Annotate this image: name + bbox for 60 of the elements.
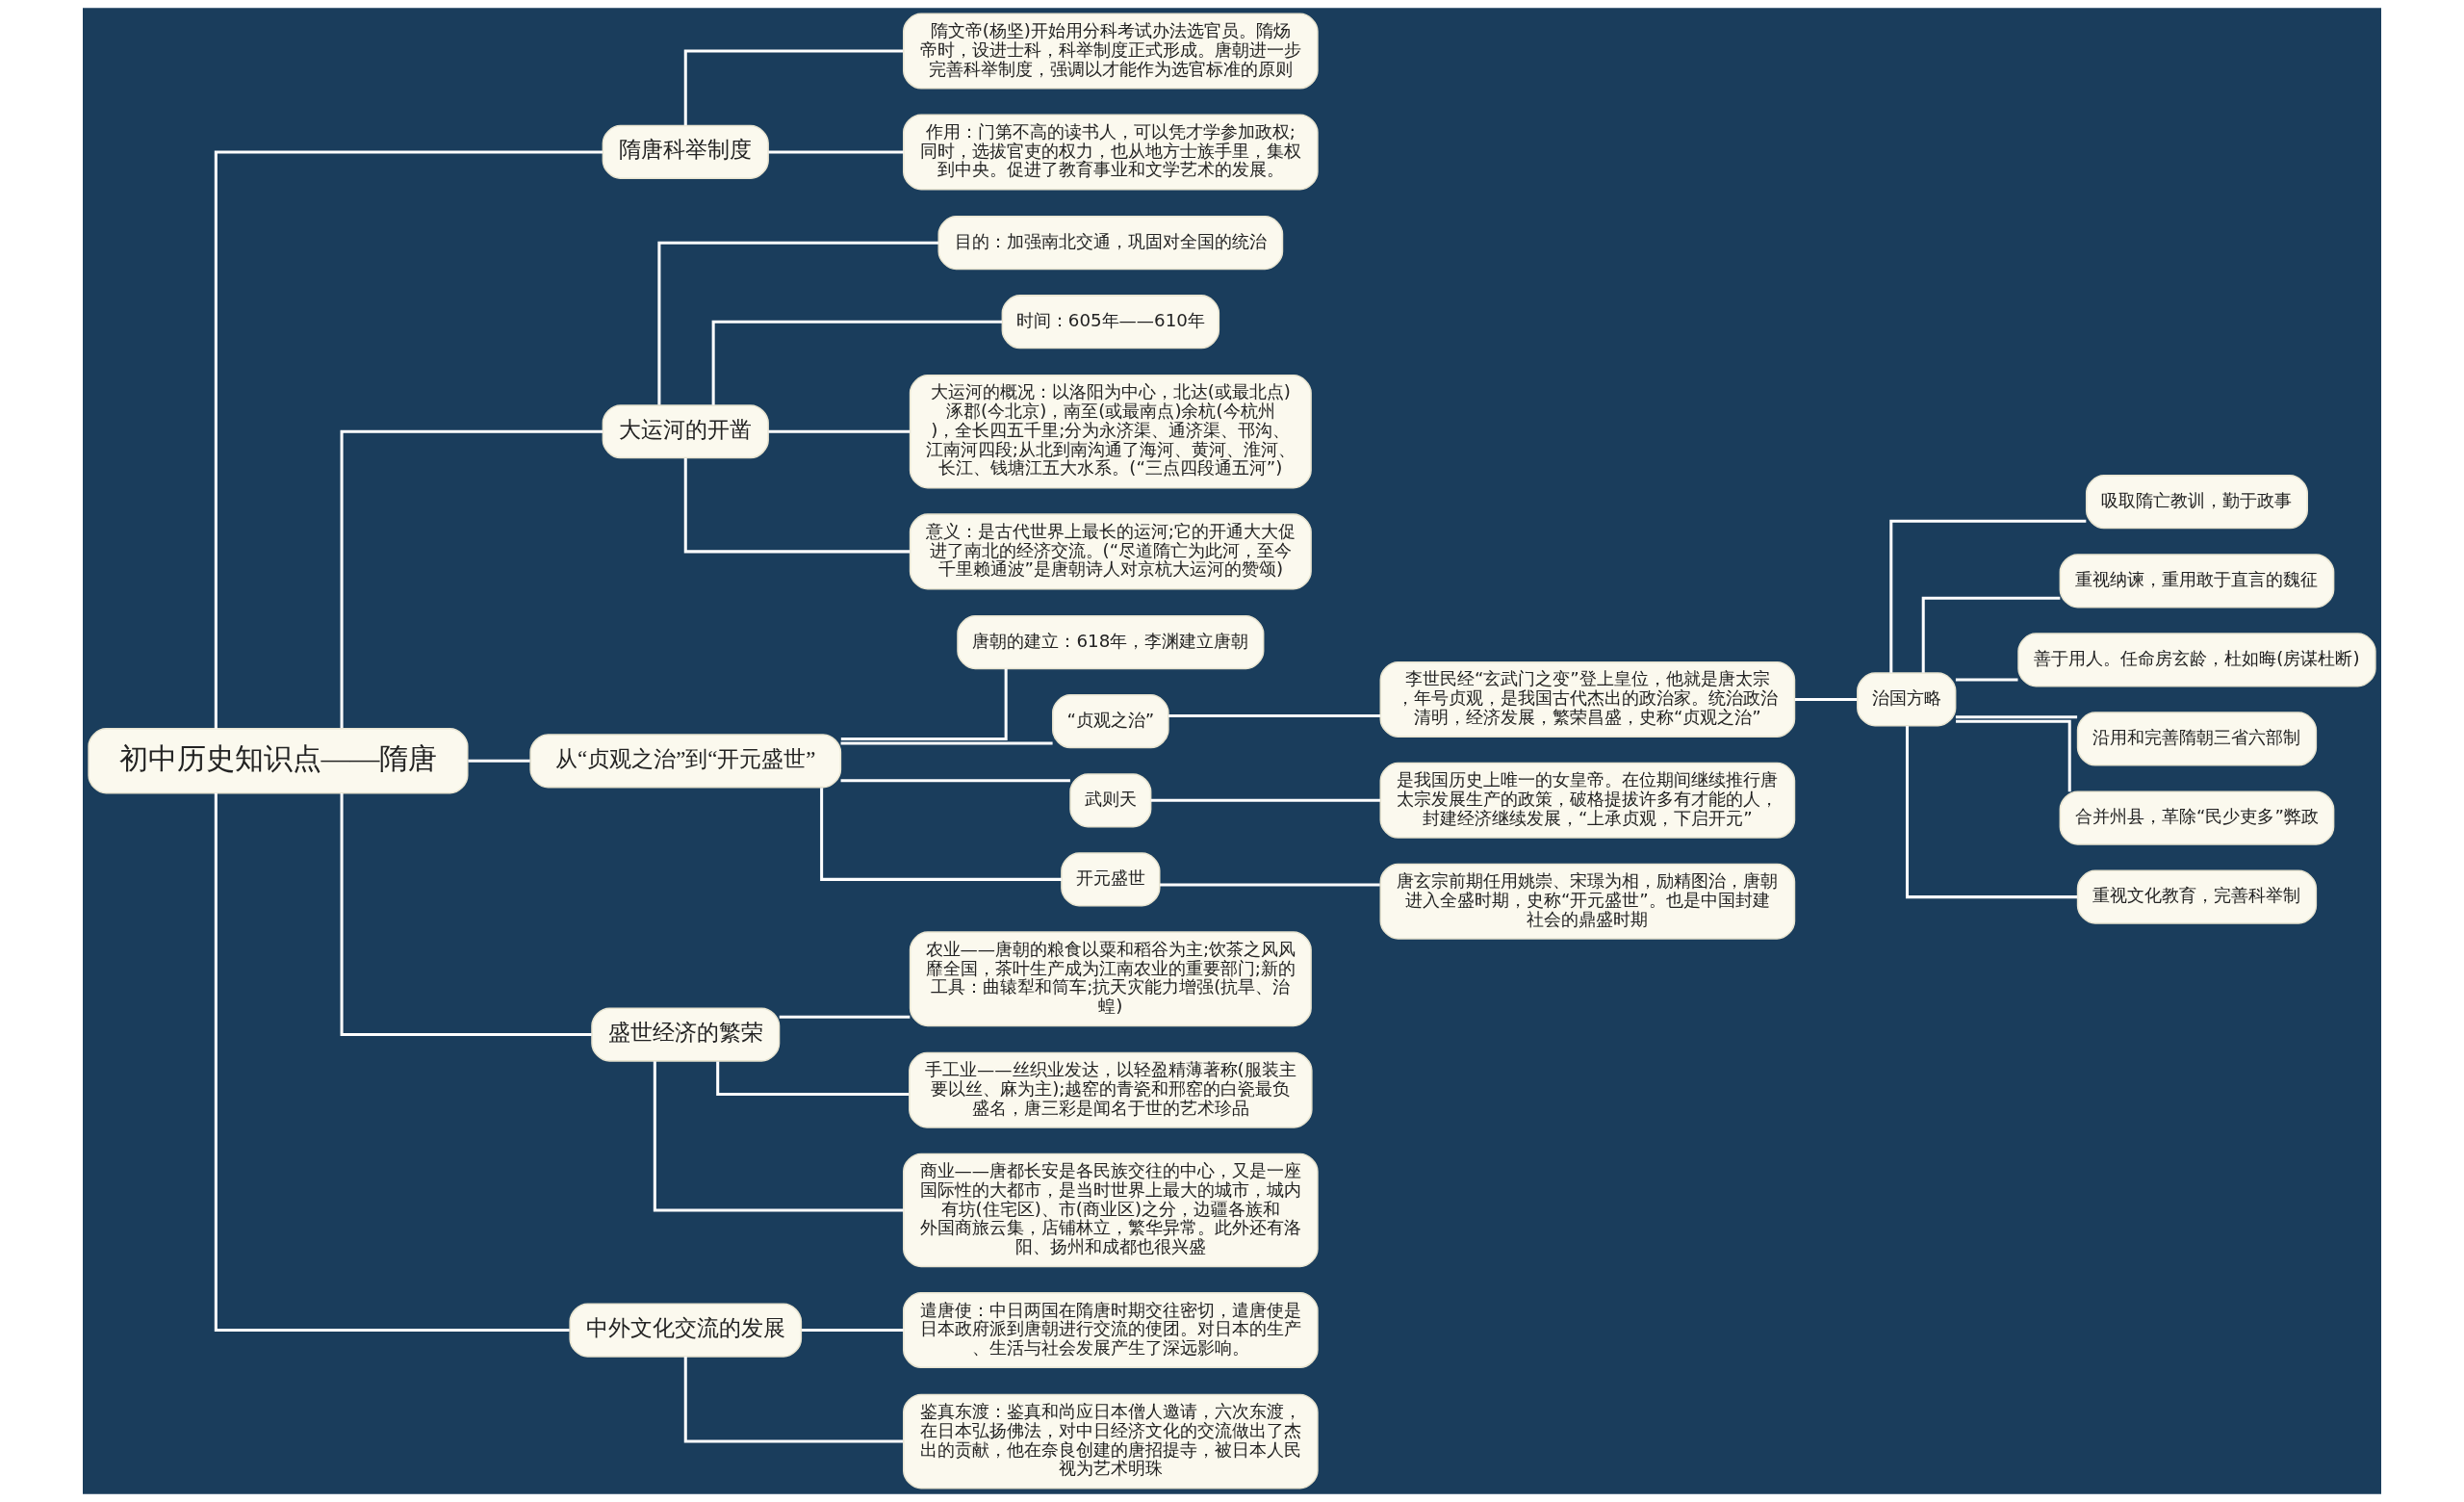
node-box: 重视文化教育，完善科举制 (2076, 869, 2318, 924)
connector (214, 150, 603, 729)
node-box: 中外文化交流的发展 (569, 1303, 803, 1358)
node-box: 作用：门第不高的读书人，可以凭才学参加政权;同时，选拔官吏的权力，也从地方士族手里，集权到中央。促进了教育事业和文学艺术的发展。 (903, 114, 1319, 191)
node-box: 武则天 (1069, 773, 1152, 828)
connector (779, 1015, 911, 1019)
connector (711, 320, 1003, 405)
node-box: 唐朝的建立：618年，李渊建立唐朝 (957, 615, 1265, 670)
connector (468, 759, 530, 763)
connector (840, 741, 1053, 745)
node-box: 隋唐科举制度 (602, 124, 769, 180)
connector (340, 429, 603, 729)
connector (683, 49, 904, 126)
node-box: 治国方略 (1857, 672, 1957, 727)
node-box: 吸取隋亡教训，勤于政事 (2085, 475, 2308, 530)
connector (1794, 697, 1858, 701)
node-box: 隋文帝(杨坚)开始用分科考试办法选官员。隋炀帝时，设进士科，科举制度正式形成。唐朝进一步完善科举制度，强调以才能作为选官标准的原则 (903, 13, 1319, 90)
connector (1889, 519, 2087, 673)
node-box: “贞观之治” (1052, 694, 1169, 749)
connector (340, 793, 592, 1037)
node-box: 沿用和完善隋朝三省六部制 (2076, 712, 2318, 766)
node-box: 重视纳谏，重用敢于直言的魏征 (2059, 554, 2335, 609)
node-box: 商业——唐都长安是各民族交往的中心，又是一座国际性的大都市，是当时世界上最大的城市，城内有坊(住宅区)、市(商业区)之分，边疆各族和外国商旅云集，店铺林立，繁华异常。此外还有洛阳、扬州和成都也很兴盛 (903, 1152, 1319, 1268)
node-box: 意义：是古代世界上最长的运河;它的开通大大促进了南北的经济交流。(“尽道隋亡为此河，至今千里赖通波”是唐朝诗人对京杭大运河的赞颂) (909, 513, 1312, 590)
node-box: 善于用人。任命房玄龄，杜如晦(房谋杜断) (2017, 633, 2376, 687)
connector (683, 1356, 904, 1443)
connector (768, 150, 904, 154)
connector (1955, 678, 2018, 682)
node-box: 大运河的概况：以洛阳为中心，北达(或最北点)涿郡(今北京)，南至(或最南点)余杭(今杭州)，全长四五千里;分为永济渠、通济渠、邗沟、江南河四段;从北到南沟通了海河、黄河、淮河、长江、钱塘江五大水系。(“三点四段通五河”) (909, 374, 1312, 489)
connector (1160, 883, 1380, 887)
connector (840, 779, 1070, 783)
node-box: 盛世经济的繁荣 (591, 1007, 781, 1062)
node-box: 大运河的开凿 (602, 404, 769, 459)
node-box: 从“贞观之治”到“开元盛世” (529, 734, 842, 789)
connector (820, 788, 1062, 881)
connector (1906, 726, 2078, 899)
node-box: 合并州县，革除“民少吏多”弊政 (2059, 790, 2335, 845)
node-box: 遣唐使：中日两国在隋唐时期交往密切，遣唐使是日本政府派到唐朝进行交流的使团。对日本的生产、生活与社会发展产生了深远影响。 (903, 1292, 1319, 1369)
node-box: 目的：加强南北交通，巩固对全国的统治 (937, 216, 1284, 271)
connector (653, 1061, 904, 1212)
node-box: 农业——唐朝的粮食以粟和稻谷为主;饮茶之风风靡全国，茶叶生产成为江南农业的重要部门;新的工具：曲辕犁和筒车;抗天灾能力增强(抗旱、治蝗) (909, 931, 1312, 1027)
connector (1168, 714, 1381, 718)
node-box: 唐玄宗前期任用姚崇、宋璟为相，励精图治，唐朝进入全盛时期，史称“开元盛世”。也是中国封建社会的鼎盛时期 (1379, 863, 1796, 940)
node-box: 时间：605年——610年 (1001, 295, 1220, 350)
connector (801, 1329, 904, 1333)
node-box: 李世民经“玄武门之变”登上皇位，他就是唐太宗，年号贞观，是我国古代杰出的政治家。统治政治清明，经济发展，繁荣昌盛，史称“贞观之治” (1379, 660, 1796, 738)
node-box: 鉴真东渡：鉴真和尚应日本僧人邀请，六次东渡，在日本弘扬佛法，对中日经济文化的交流做出了杰出的贡献，他在奈良创建的唐招提寺，被日本人民视为艺术明珠 (903, 1393, 1319, 1489)
connector (768, 429, 911, 433)
connector (214, 792, 570, 1333)
connector (1955, 715, 2078, 719)
connector (1956, 719, 2071, 792)
connector (1921, 596, 2061, 673)
node-box: 手工业——丝织业发达，以轻盈精薄著称(服装主要以丝、麻为主);越窑的青瓷和邢窑的白瓷最负盛名，唐三彩是闻名于世的艺术珍品 (909, 1051, 1313, 1128)
node-box: 是我国历史上唯一的女皇帝。在位期间继续推行唐太宗发展生产的政策，破格提拔许多有才能的人，封建经济继续发展，“上承贞观，下启开元” (1379, 762, 1796, 839)
connector (657, 241, 939, 405)
node-box: 初中历史知识点——隋唐 (88, 728, 469, 794)
connector (840, 668, 1008, 740)
connector (683, 457, 911, 554)
connector (1150, 798, 1380, 802)
node-box: 开元盛世 (1061, 852, 1161, 907)
